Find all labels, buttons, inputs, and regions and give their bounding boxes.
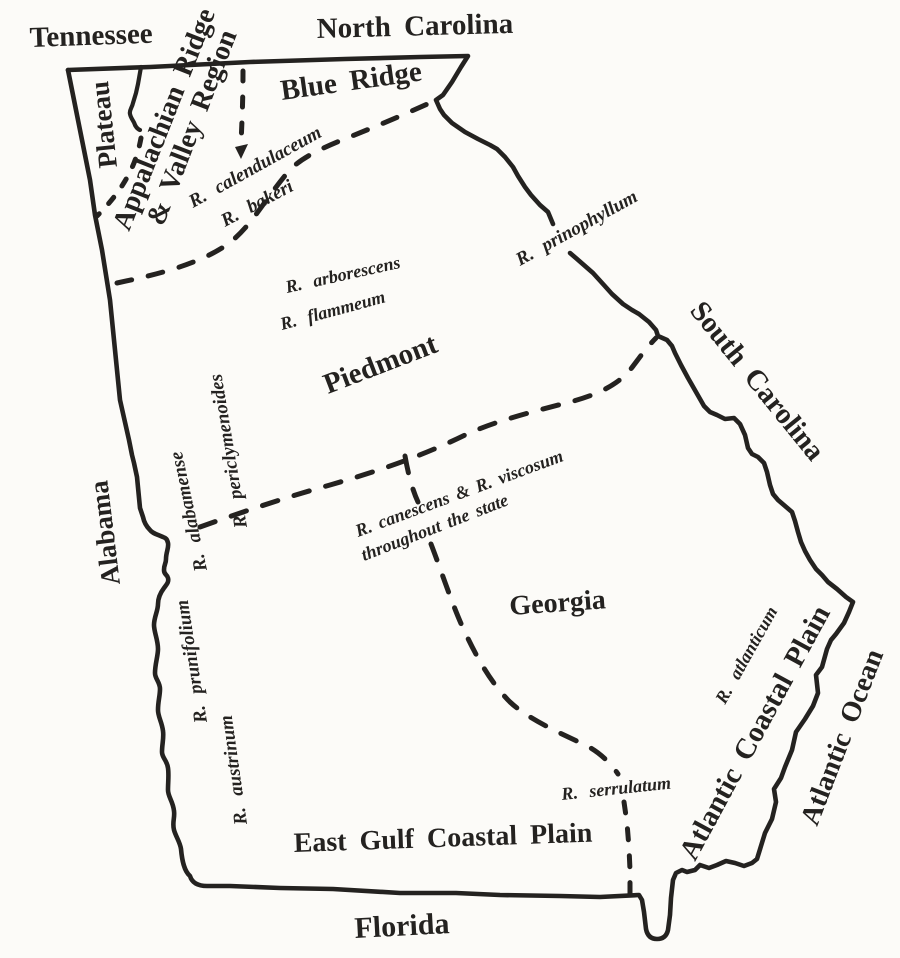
label-north-carolina: North Carolina (316, 8, 514, 45)
label-alabamense: R. alabamense (166, 449, 212, 574)
blueridge-west-dashed (238, 68, 246, 147)
label-plateau: Plateau (84, 80, 123, 170)
border-main (65, 67, 856, 942)
coastal-plain-divide-upper (402, 453, 421, 505)
label-atlantic-ocean: Atlantic Ocean (795, 645, 891, 830)
label-serrulatum: R. serrulatum (559, 773, 672, 804)
georgia-state-outline (65, 53, 856, 942)
label-georgia: Georgia (508, 584, 606, 622)
label-arborescens: R. arborescens (283, 252, 403, 297)
physiographic-boundaries (94, 64, 659, 897)
fall-line-boundary (197, 335, 659, 530)
label-austrinum: R. austrinum (216, 714, 252, 827)
label-east-gulf-coastal-plain: East Gulf Coastal Plain (293, 818, 593, 859)
label-prunifolium: R. prunifolium (172, 599, 212, 726)
label-florida: Florida (354, 907, 451, 945)
label-blue-ridge: Blue Ridge (279, 55, 424, 106)
label-periclymenoides: R. periclymenoides (206, 372, 253, 530)
plateau-boundary-solid (127, 64, 144, 133)
label-tennessee: Tennessee (29, 18, 153, 54)
label-piedmont: Piedmont (319, 328, 442, 401)
map-labels: Tennessee North Carolina Blue Ridge Plat… (29, 4, 890, 945)
label-alabama: Alabama (83, 479, 126, 587)
blueridge-west-arrowhead (235, 144, 248, 159)
coastal-plain-divide-mid (428, 541, 621, 777)
label-south-carolina: South Carolina (684, 295, 832, 467)
plateau-boundary-dashed (94, 135, 144, 219)
blueridge-south-boundary (114, 98, 437, 286)
coastal-plain-divide-lower (621, 799, 633, 897)
border-north (65, 53, 556, 227)
